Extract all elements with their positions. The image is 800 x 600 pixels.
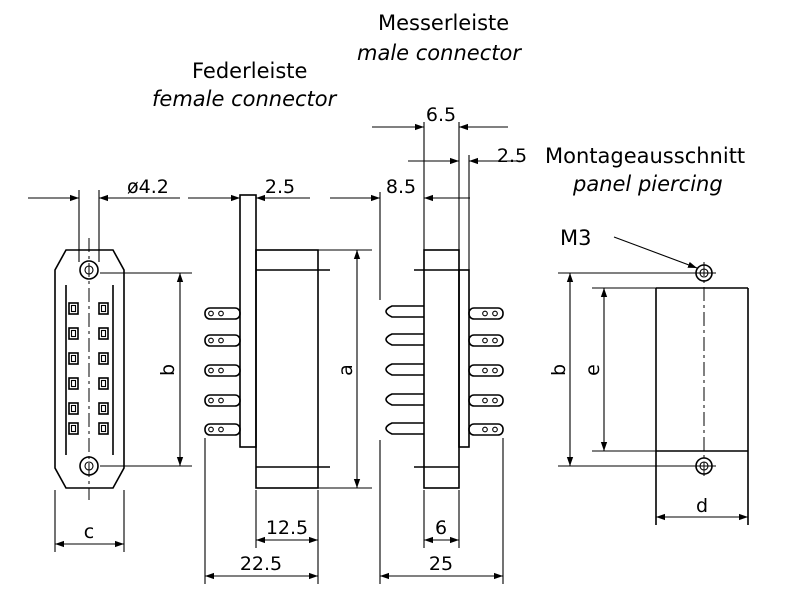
panel-title-en: panel piercing (572, 172, 723, 196)
width-d-label: d (696, 495, 708, 517)
thread-label: M3 (560, 226, 591, 250)
female-title-de: Federleiste (192, 59, 307, 83)
hole-diameter-label: ø4.2 (127, 176, 169, 198)
male-pin-offset-label: 2.5 (497, 145, 527, 167)
female-connector-side-view (188, 194, 372, 584)
panel-title-de: Montageausschnitt (545, 144, 745, 168)
male-total-width-label: 25 (429, 553, 453, 575)
female-title-en: female connector (152, 87, 338, 111)
front-view (28, 190, 192, 552)
male-body-width-label: 6 (435, 517, 447, 539)
female-pitch-label: 2.5 (265, 176, 295, 198)
contact-cells (68, 302, 109, 435)
panel-e-label: e (582, 364, 604, 376)
male-connector-side-view (330, 122, 520, 584)
front-b-label: b (157, 364, 179, 376)
height-a-label: a (335, 364, 357, 376)
male-top-width-label: 6.5 (426, 104, 456, 126)
panel-b-label: b (548, 364, 570, 376)
male-title-de: Messerleiste (378, 11, 509, 35)
female-total-width-label: 22.5 (240, 553, 282, 575)
width-c-label: c (84, 521, 94, 543)
female-body-width-label: 12.5 (266, 517, 308, 539)
male-offset-label: 8.5 (386, 176, 416, 198)
male-title-en: male connector (357, 41, 522, 65)
panel-piercing-view (558, 236, 749, 525)
